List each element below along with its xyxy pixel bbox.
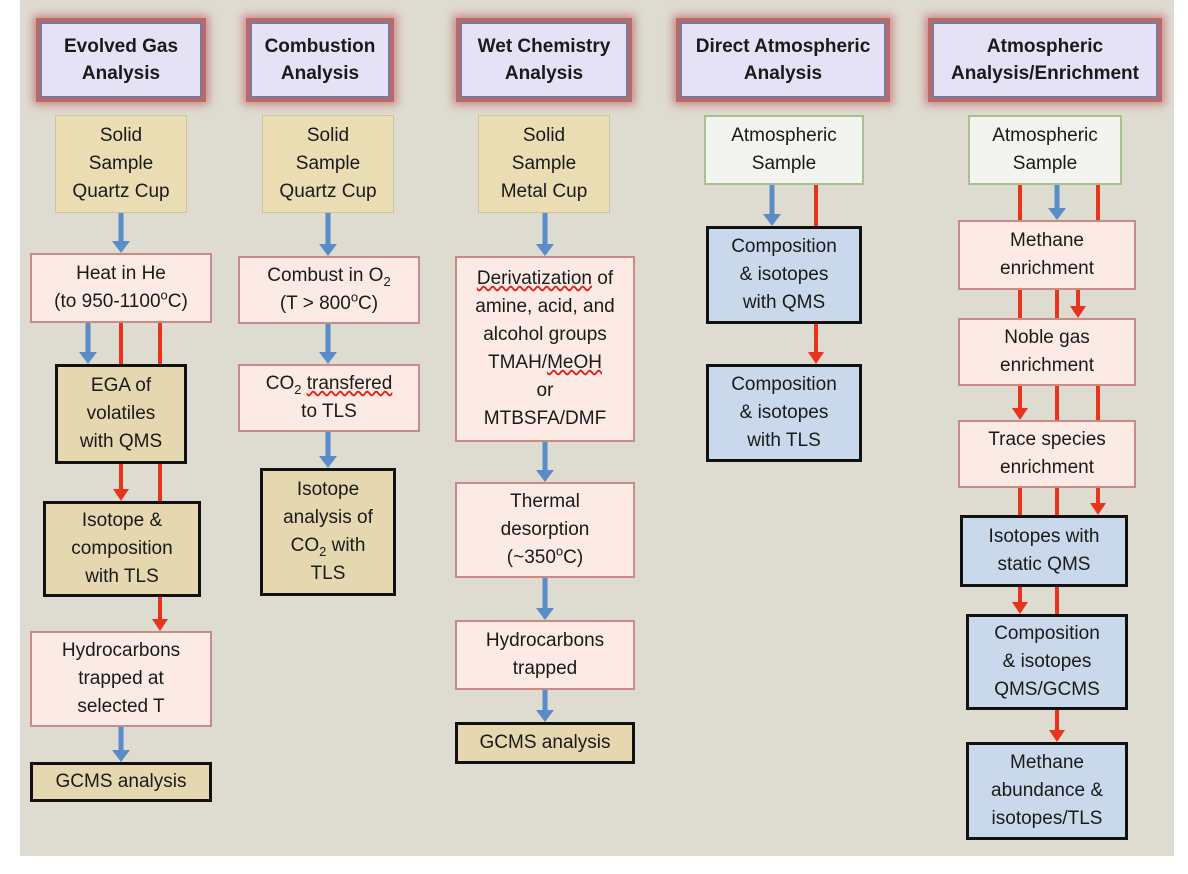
arrow-c1-hydro-gcms-head (112, 750, 130, 762)
arrow-c1-heat-ega-head (79, 352, 97, 364)
arrow-c5-m-n-head (1070, 306, 1086, 318)
box-heat-in-he: Heat in He(to 950-1100oC) (30, 253, 212, 323)
box-gcms-analysis: GCMS analysis (30, 762, 212, 802)
arrow-c5-sample-methane-head (1048, 208, 1066, 220)
box-derivatization: Derivatization of amine, acid, and alcoh… (455, 256, 635, 442)
arrow-c3-solid-deriv-head (536, 244, 554, 256)
box-combust-in-o2: Combust in O2(T > 800oC) (238, 256, 420, 324)
arrow-c1-solid-heat-head (112, 241, 130, 253)
box-gcms-analysis-2: GCMS analysis (455, 722, 635, 764)
arrow-c1-tls-hydro-head (152, 619, 168, 631)
arrow-c5-t-i-head (1090, 503, 1106, 515)
arrow-c5-n-t-head (1012, 408, 1028, 420)
arrow-c4-sample-qms-head (763, 214, 781, 226)
arrow-c2-co2-isotope-head (319, 456, 337, 468)
arrow-c5-c-m-head (1049, 730, 1065, 742)
arrow-c3-deriv-thermal-head (536, 470, 554, 482)
arrow-c5-i-c-head (1012, 602, 1028, 614)
arrow-c2-solid-combust-head (319, 244, 337, 256)
arrow-c3-thermal-hydro-head (536, 608, 554, 620)
arrow-c4-qms-tls-head (808, 352, 824, 364)
arrow-c1-ega-tls-head (113, 489, 129, 501)
arrow-c3-hydro-gcms-head (536, 710, 554, 722)
arrow-c2-combust-co2-head (319, 352, 337, 364)
